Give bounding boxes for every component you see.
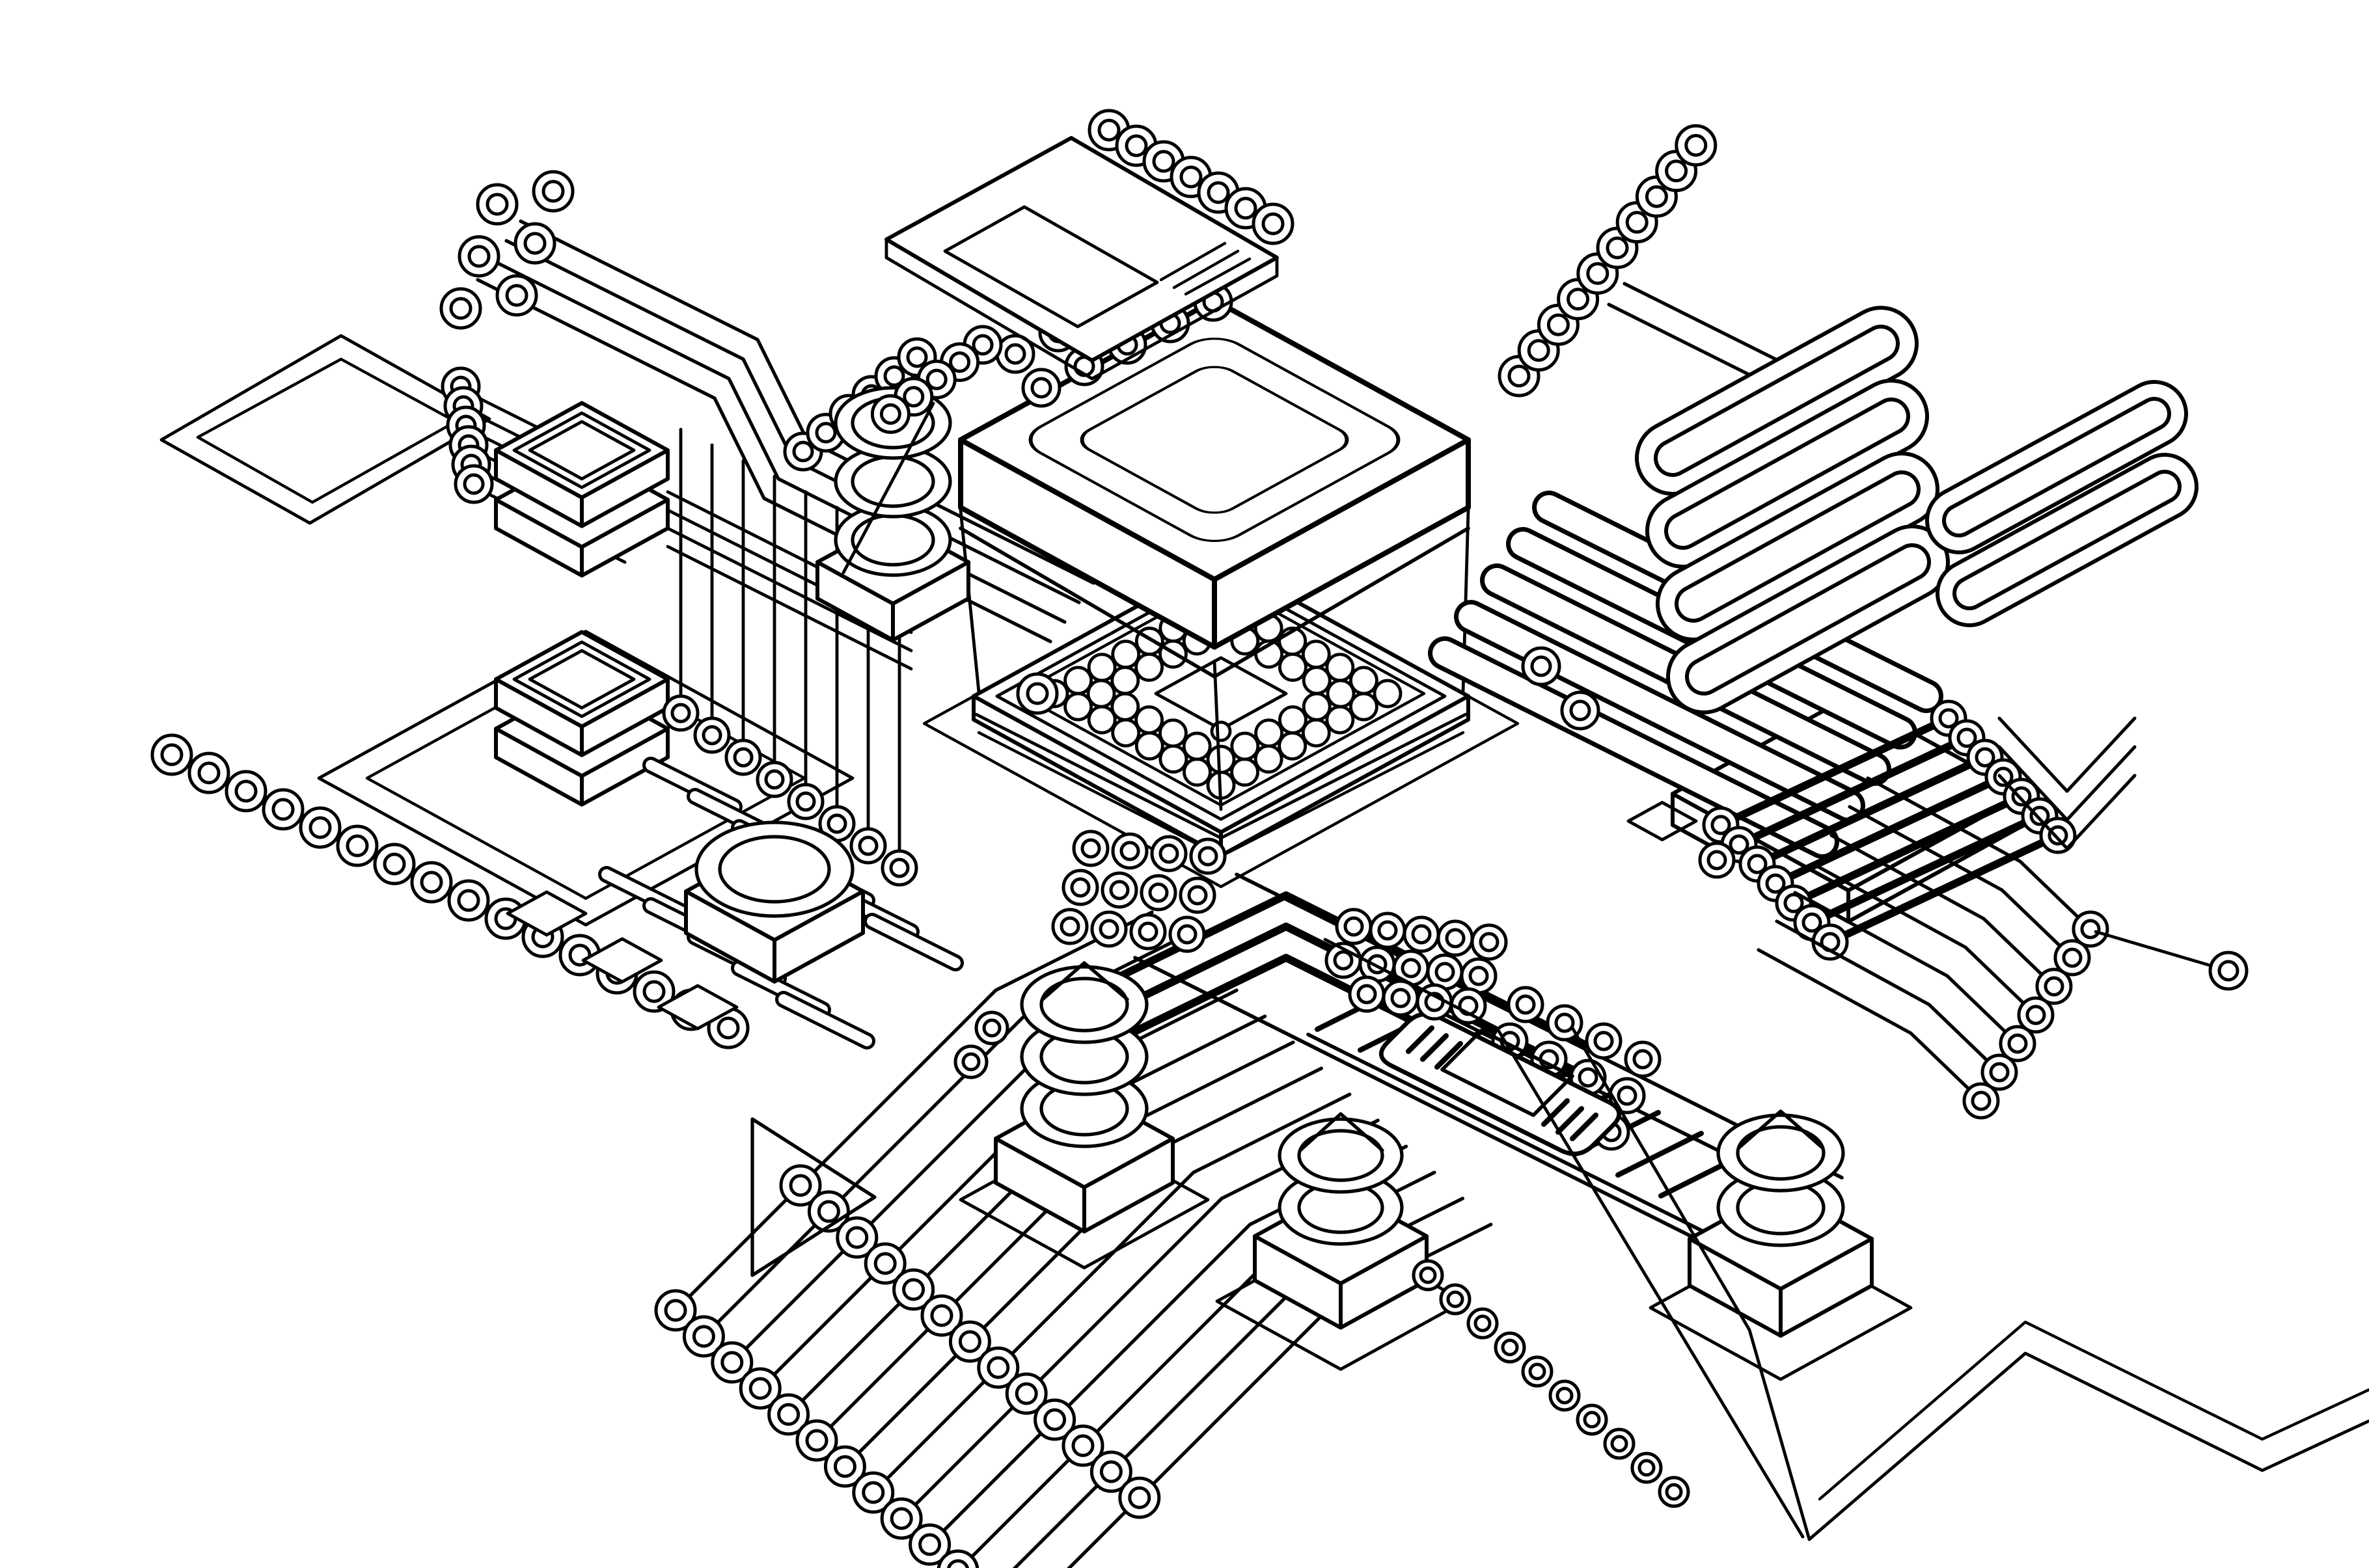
capC-chord	[1737, 1109, 1824, 1150]
chip-leg-left	[959, 508, 981, 694]
fan-right-vias	[1962, 910, 2109, 1120]
capA-ring3	[1020, 965, 1149, 1044]
smd-connector-outline	[1379, 1012, 1621, 1156]
smd-stripe	[1420, 1033, 1449, 1062]
lone-via-link	[2094, 930, 2221, 970]
socket-corner-via	[1016, 672, 1059, 715]
socket-center-dot	[1210, 720, 1232, 742]
pad-upper-line2	[528, 420, 636, 481]
pad-small-3	[657, 984, 739, 1031]
via	[476, 183, 519, 226]
loop-coil	[1635, 306, 1950, 714]
copper-triangle	[750, 1117, 877, 1277]
drum-ring	[694, 820, 855, 918]
pad-zone-outline2	[365, 656, 806, 900]
via	[495, 274, 538, 317]
pad-stack-upper-top	[494, 401, 670, 528]
elbow-cluster-1	[1507, 986, 1662, 1078]
capA-chord	[1041, 961, 1129, 1001]
grid-vias-row1	[1072, 830, 1227, 875]
via-chain-drum	[662, 694, 918, 887]
capC-ring2	[1716, 1113, 1845, 1193]
hatch-border-2	[1306, 1033, 1720, 1241]
fan-vias-outer	[654, 1289, 979, 1568]
via	[953, 1044, 989, 1079]
smd-stripe	[1434, 1041, 1463, 1070]
cpu-chip-body	[958, 297, 1471, 650]
nested-chevron	[1997, 716, 2137, 793]
panel-via-chain-left	[870, 325, 1003, 434]
grid-vias-row2	[1061, 869, 1216, 914]
via	[1560, 690, 1600, 731]
pad-lower-line2	[528, 649, 636, 710]
grid-vias-row3	[1051, 908, 1206, 953]
coil-slash	[842, 401, 935, 574]
panel-hatch	[1184, 257, 1252, 296]
via	[439, 287, 482, 330]
board-strip-top-left	[159, 334, 491, 525]
smd-cluster-2	[1324, 941, 1498, 995]
chip-lower-slab	[959, 526, 1470, 679]
pad-stack-lower-top	[494, 630, 670, 757]
top-panel-thickness	[884, 237, 1279, 381]
via	[458, 235, 500, 278]
via	[514, 222, 556, 265]
board-strip-top-left-inner	[196, 357, 458, 504]
chip-top-inset-1	[1028, 337, 1401, 543]
socket-layer-1	[974, 712, 1468, 840]
pad-small-1	[506, 890, 588, 937]
board-edge-3	[1807, 1351, 2369, 1541]
smd-cluster-1	[1335, 908, 1508, 961]
panel-hatch	[1172, 249, 1240, 290]
pad-small-2	[581, 937, 663, 984]
panel-via-chain-top	[1088, 109, 1294, 245]
via	[1521, 646, 1561, 686]
via-column-left	[441, 366, 494, 504]
board-edge-1	[1323, 938, 1805, 1539]
capB-ring2	[1278, 1117, 1404, 1194]
socket-rim-1	[995, 571, 1447, 821]
capB-chord	[1298, 1112, 1384, 1152]
small-pad-right	[1626, 801, 1698, 841]
pad-lower-line1	[512, 640, 651, 718]
board-edge-2	[1570, 1026, 1811, 1541]
top-panel	[884, 136, 1279, 362]
smd-connector-window	[1440, 1029, 1574, 1117]
panel-hatch	[1159, 241, 1227, 282]
lone-via	[2208, 951, 2249, 991]
capB-ring1	[1278, 1169, 1404, 1246]
top-panel-cutout	[943, 205, 1159, 329]
smd-stripe	[1570, 1113, 1598, 1141]
pad-upper-line1	[512, 411, 651, 489]
smd-stripe	[1406, 1025, 1434, 1054]
wide-trace-edge-2	[1133, 956, 1742, 1263]
via	[974, 1010, 1009, 1046]
loop-coil-2	[1925, 380, 2198, 627]
bga-ring-inner	[1086, 613, 1356, 774]
via-chain-top-right	[1498, 124, 1718, 398]
pad-zone-outline	[317, 630, 855, 926]
nested-chevron	[1997, 774, 2137, 850]
chip-leg-front	[1212, 659, 1223, 811]
nested-chevron	[1997, 745, 2137, 822]
smd-stripe	[1555, 1106, 1584, 1135]
board-edge-4	[1818, 1320, 2369, 1501]
fan-right-traces	[1757, 776, 2092, 1103]
smd-stripe	[1541, 1098, 1570, 1127]
via	[532, 170, 575, 213]
via-chain-below-smd	[1412, 1259, 1690, 1508]
smd-cluster-3	[1348, 975, 1487, 1025]
via	[1698, 841, 1736, 879]
chip-top-inset-2	[1080, 366, 1349, 514]
